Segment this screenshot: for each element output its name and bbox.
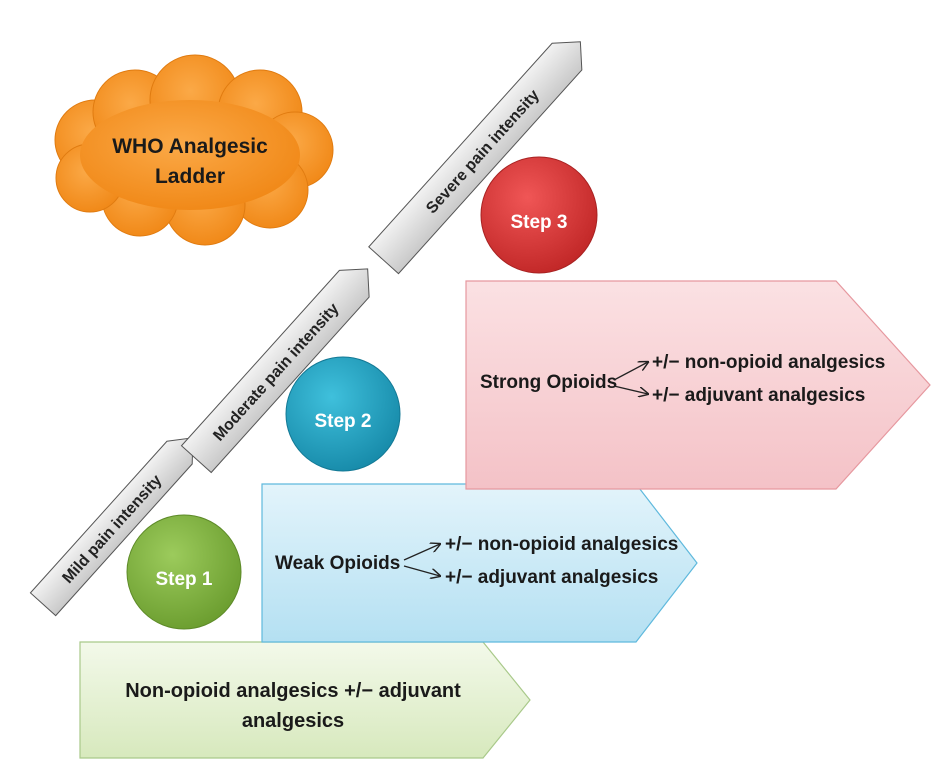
step2-option2: +/− adjuvant analgesics [445,567,658,588]
step3-arrow-up [613,362,648,381]
step2-arrow-down [403,565,440,576]
step3-box-shape [465,280,931,490]
step1-box-line1: Non-opioid analgesics +/− adjuvant [125,680,461,702]
step2-option1: +/− non-opioid analgesics [445,534,678,555]
step3-box: Strong Opioids +/− non-opioid analgesics… [465,280,931,490]
step3-main-label: Strong Opioids [480,372,617,393]
cloud-title-line2: Ladder [155,165,225,188]
step3-arrow-down [613,385,648,394]
cloud-title-line1: WHO Analgesic [112,135,268,158]
step1-label: Step 1 [155,569,212,590]
ladder-arrow-moderate-shape [180,268,370,474]
cloud-shape [54,54,334,246]
step1-circle: Step 1 [126,514,242,630]
step2-circle: Step 2 [285,356,401,472]
step1-circle-shape [126,514,242,630]
step3-option1: +/− non-opioid analgesics [652,352,885,373]
step2-main-label: Weak Opioids [275,553,400,574]
step2-arrow-up [403,544,440,561]
step2-label: Step 2 [314,411,371,432]
step3-circle: Step 3 [480,156,598,274]
step2-circle-shape [285,356,401,472]
step2-box: Weak Opioids +/− non-opioid analgesics +… [261,483,698,643]
step3-circle-shape [480,156,598,274]
step1-box-line2: analgesics [242,710,344,732]
ladder-arrow-severe-shape [368,41,583,275]
step3-label: Step 3 [510,212,567,233]
title-cloud: WHO Analgesic Ladder [54,54,334,246]
step3-option2: +/− adjuvant analgesics [652,385,865,406]
step1-box: Non-opioid analgesics +/− adjuvant analg… [79,641,531,759]
